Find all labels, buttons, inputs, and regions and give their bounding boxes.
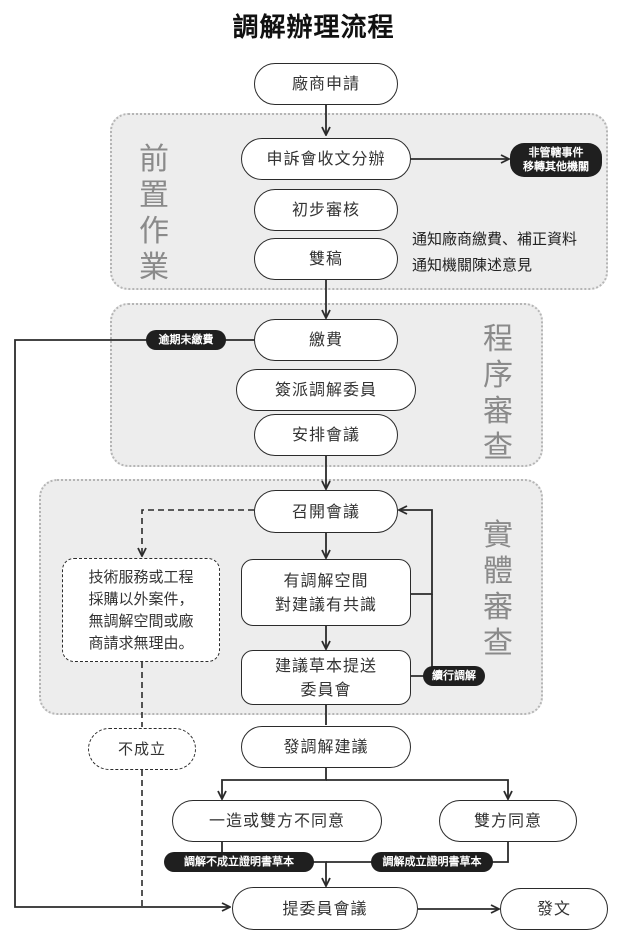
note-notify-agency: 通知機關陳述意見 (412, 256, 533, 274)
node-issue-proposal: 發調解建議 (241, 726, 411, 768)
edge-draft-loop (410, 594, 433, 677)
stage-label-review: 程序審查 (483, 322, 513, 465)
node-draft-submit: 建議草本提送 委員會 (241, 650, 411, 705)
node-not-established: 不成立 (88, 728, 196, 770)
node-consensus: 有調解空間 對建議有共識 (241, 559, 411, 626)
node-hold-meeting: 召開會議 (254, 490, 398, 533)
stage-label-substantive: 實體審查 (483, 518, 513, 661)
node-committee-meeting: 提委員會議 (232, 887, 418, 930)
node-dispatch: 發文 (500, 888, 608, 930)
node-initial-review: 初步審核 (254, 189, 398, 231)
edge-issue-agree (326, 779, 508, 798)
page-title: 調解辦理流程 (232, 13, 395, 43)
node-vendor-apply: 廠商申請 (254, 63, 398, 105)
note-notify-vendor: 通知廠商繳費、補正資料 (412, 230, 578, 248)
node-assign-committee: 簽派調解委員 (236, 369, 416, 411)
node-payment: 繳費 (254, 319, 398, 361)
edge-consensus-loop (400, 510, 433, 595)
label-continue: 續行調解 (423, 666, 485, 686)
label-overdue: 逾期未繳費 (146, 330, 226, 350)
edge-hold-nonprocurement (142, 509, 254, 555)
node-double-copy: 雙稿 (254, 238, 398, 280)
label-fail-draft: 調解不成立證明書草本 (164, 852, 314, 872)
label-non-jurisdiction: 非管轄事件 移轉其他機關 (510, 143, 602, 177)
edge-issue-split (222, 766, 327, 798)
node-non-procurement: 技術服務或工程 採購以外案件， 無調解空間或廠 商請求無理由。 (62, 558, 220, 662)
stage-label-pre: 前置作業 (139, 142, 169, 285)
node-receive: 申訴會收文分辦 (241, 138, 411, 180)
label-success-draft: 調解成立證明書草本 (371, 852, 493, 872)
edge-overdue (14, 339, 256, 907)
node-disagree: 一造或雙方不同意 (172, 800, 382, 842)
node-schedule-meeting: 安排會議 (254, 414, 398, 456)
node-agree: 雙方同意 (439, 800, 577, 842)
